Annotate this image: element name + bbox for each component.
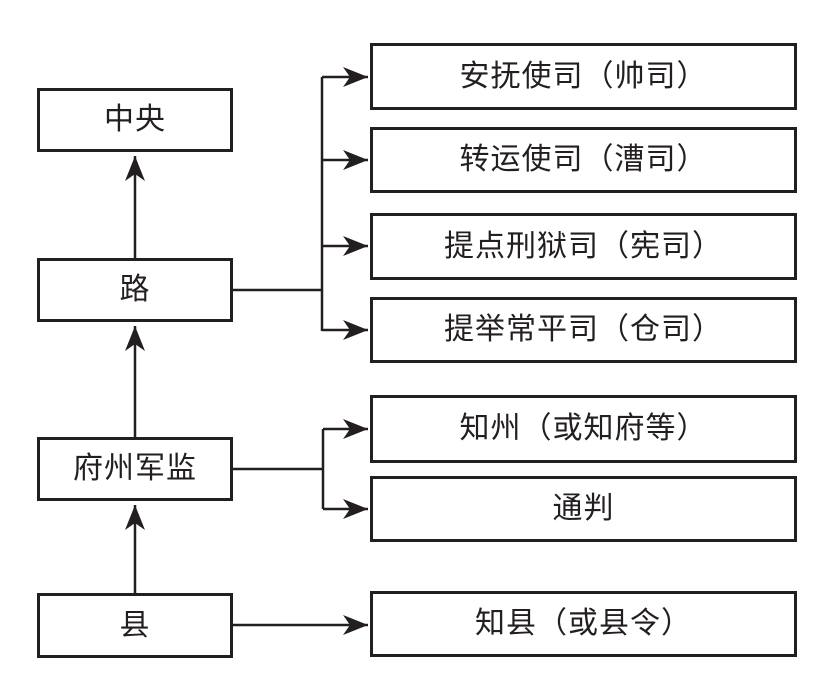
node-central: 中央 [37, 88, 233, 152]
node-central-label: 中央 [104, 102, 166, 137]
node-prefect: 知州（或知府等） [370, 395, 797, 463]
node-prefectures: 府州军监 [37, 437, 233, 501]
node-prefectures-label: 府州军监 [73, 451, 197, 486]
node-granary-commission: 提举常平司（仓司） [370, 297, 797, 363]
node-pacification-commission: 安抚使司（帅司） [370, 43, 797, 110]
node-prefect-label: 知州（或知府等） [459, 411, 708, 446]
node-magistrate: 知县（或县令） [370, 591, 797, 657]
node-pacification-commission-label: 安抚使司（帅司） [459, 58, 708, 94]
node-fiscal-commission-label: 转运使司（漕司） [459, 142, 708, 177]
node-circuit-label: 路 [119, 272, 151, 307]
node-judicial-commission: 提点刑狱司（宪司） [370, 213, 797, 280]
node-county: 县 [37, 593, 233, 658]
node-judicial-commission-label: 提点刑狱司（宪司） [444, 228, 723, 264]
node-magistrate-label: 知县（或县令） [475, 606, 692, 641]
node-fiscal-commission: 转运使司（漕司） [370, 127, 797, 193]
node-county-label: 县 [119, 607, 151, 643]
node-granary-commission-label: 提举常平司（仓司） [444, 312, 723, 347]
node-controller-general: 通判 [370, 476, 797, 542]
node-circuit: 路 [37, 258, 233, 322]
node-controller-general-label: 通判 [552, 491, 615, 526]
